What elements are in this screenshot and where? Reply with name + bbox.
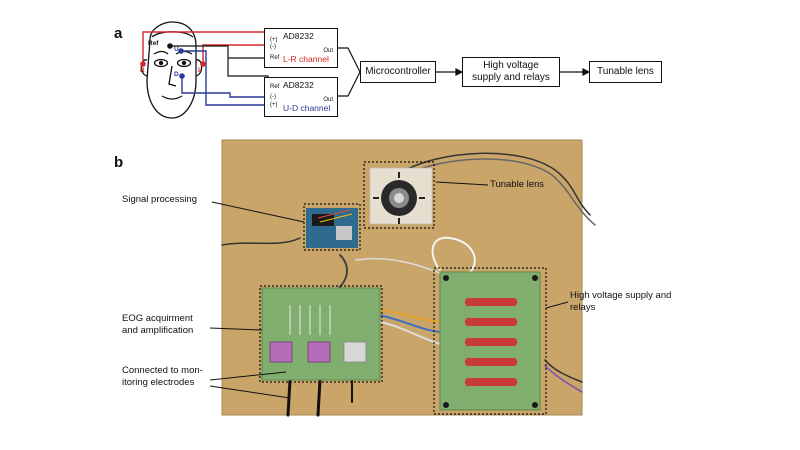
nose [168,65,177,87]
right-ear [195,59,203,77]
electrode-ref [167,43,173,49]
callout-electrodes: Connected to mon- itoring electrodes [122,365,203,388]
electrode-label-ref: Ref [148,40,159,47]
head-outline [146,21,197,119]
electrode-label-l: L [198,67,202,74]
hv-board-photo [439,271,541,411]
highlight-signal [303,203,361,251]
amplifier-ud: AD8232 Ref (-) (+) Out U-D channel [264,77,338,117]
amp-ud-channel: U-D channel [283,103,331,113]
callout-signal-processing: Signal processing [122,194,197,205]
callout-hv: High voltage supply and relays [570,290,672,313]
right-pupil [181,60,187,66]
electrode-r [140,61,146,67]
highlight-eog [259,285,383,383]
callout-eog: EOG acquirment and amplification [122,313,194,336]
panel-b-letter: b [114,154,124,171]
amp-output-wires [338,47,361,97]
tunable-lens-block: Tunable lens [589,61,662,83]
electrode-label-r: R [140,67,145,74]
face-drawing [140,21,203,119]
tunable-lens-photo [369,167,433,225]
eog-board-photo [261,287,381,381]
microcontroller-block: Microcontroller [360,61,436,83]
microcontroller-photo [306,208,358,248]
left-eye [153,58,169,68]
electrode-d [179,73,185,79]
amp-lr-pin-minus: (-) [270,44,276,50]
electrode-u [178,48,184,54]
amp-lr-pin-plus: (+) [270,37,278,43]
electrode-label-u: U [174,46,179,53]
panel-a-letter: a [114,25,123,42]
amp-ud-pin-ref: Ref [270,84,280,90]
highlight-hv [433,267,547,415]
electrode-label-d: D [174,71,179,78]
amplifier-lr: AD8232 (+) (-) Ref Out L-R channel [264,28,338,68]
amp-lr-channel: L-R channel [283,54,329,64]
left-pupil [158,60,164,66]
amp-ud-out: Out [323,97,333,103]
amp-ud-pin-plus: (+) [270,102,278,108]
ud-wires [181,50,276,106]
high-voltage-block: High voltage supply and relays [462,57,560,87]
electrode-l [200,61,206,67]
amp-lr-name: AD8232 [283,31,314,41]
mouth [161,95,183,100]
callout-tunable-lens: Tunable lens [490,179,545,190]
amp-ud-pin-minus: (-) [270,94,276,100]
block-arrows [436,68,591,76]
left-ear [140,59,148,77]
right-eye [176,58,192,68]
amp-lr-pin-ref: Ref [270,55,280,61]
amp-ud-name: AD8232 [283,80,314,90]
amp-lr-out: Out [323,48,333,54]
left-brow [153,50,169,55]
